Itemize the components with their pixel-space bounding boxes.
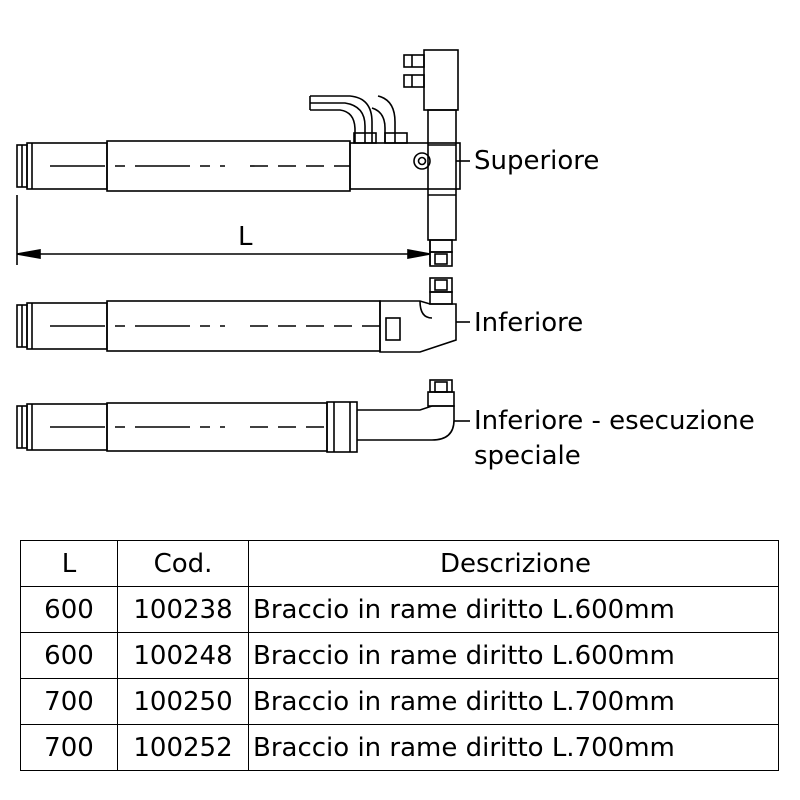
cell-cod: 100238 xyxy=(117,586,249,633)
cell-l: 600 xyxy=(20,632,118,679)
header-l: L xyxy=(20,540,118,587)
cell-cod: 100252 xyxy=(117,724,249,771)
label-inferiore-speciale-line2: speciale xyxy=(474,441,581,471)
parts-table: L Cod. Descrizione 600 100238 Braccio in… xyxy=(20,540,779,771)
cell-l: 700 xyxy=(20,678,118,725)
header-descrizione: Descrizione xyxy=(248,540,779,587)
lower-arm xyxy=(16,277,457,353)
cell-cod: 100250 xyxy=(117,678,249,725)
table-row: 600 100248 Braccio in rame diritto L.600… xyxy=(20,632,779,679)
upper-arm xyxy=(16,49,461,267)
cell-l: 600 xyxy=(20,586,118,633)
cell-cod: 100248 xyxy=(117,632,249,679)
table-row: 700 100250 Braccio in rame diritto L.700… xyxy=(20,678,779,725)
cell-descrizione: Braccio in rame diritto L.600mm xyxy=(248,632,779,679)
header-cod: Cod. xyxy=(117,540,249,587)
label-inferiore-speciale-line1: Inferiore - esecuzione xyxy=(474,406,755,436)
table-header-row: L Cod. Descrizione xyxy=(20,540,779,587)
cell-descrizione: Braccio in rame diritto L.700mm xyxy=(248,724,779,771)
table-row: 700 100252 Braccio in rame diritto L.700… xyxy=(20,724,779,771)
dimension-label-l: L xyxy=(238,222,253,252)
cell-descrizione: Braccio in rame diritto L.700mm xyxy=(248,678,779,725)
cell-descrizione: Braccio in rame diritto L.600mm xyxy=(248,586,779,633)
cell-l: 700 xyxy=(20,724,118,771)
dimension-l xyxy=(16,195,431,265)
special-arm xyxy=(16,379,455,453)
technical-drawing xyxy=(16,49,470,453)
table-row: 600 100238 Braccio in rame diritto L.600… xyxy=(20,586,779,633)
label-superiore: Superiore xyxy=(474,146,600,176)
label-inferiore: Inferiore xyxy=(474,308,584,338)
